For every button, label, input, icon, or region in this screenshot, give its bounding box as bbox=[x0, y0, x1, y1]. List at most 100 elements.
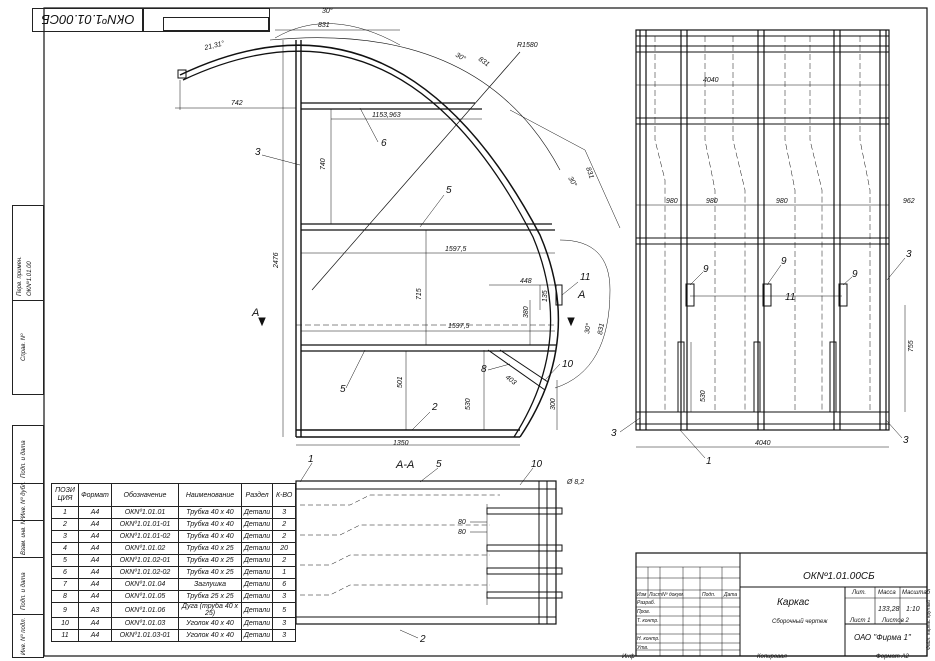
title-role-checked: Пров. bbox=[637, 609, 651, 615]
dim-501: 501 bbox=[397, 376, 404, 388]
title-mass-label: Масса bbox=[878, 590, 896, 596]
spec-cell: 2 bbox=[272, 530, 297, 543]
spec-header-name: Наименование bbox=[178, 483, 242, 507]
spec-cell: Трубка 40 х 25 bbox=[178, 566, 242, 579]
section-title: A-A bbox=[395, 459, 414, 471]
spec-cell: Трубка 40 х 40 bbox=[178, 506, 242, 519]
spec-cell: Трубка 25 х 25 bbox=[178, 590, 242, 603]
callout-3: 3 bbox=[255, 147, 261, 158]
spec-cell: Трубка 40 х 40 bbox=[178, 530, 242, 543]
spec-cell: Уголок 40 х 40 bbox=[178, 629, 242, 642]
rotated-designation: ОКNº1.01.00СБ bbox=[41, 12, 135, 28]
spec-cell: 5 bbox=[51, 554, 79, 567]
side-label-dup-inv: Инв. Nº дубл. bbox=[21, 481, 27, 518]
spec-cell: A4 bbox=[78, 590, 112, 603]
spec-cell: ОКNº1.01.06 bbox=[111, 602, 179, 618]
side-callout-11: 11 bbox=[785, 292, 795, 303]
spec-cell: 11 bbox=[51, 629, 79, 642]
dim-1597a: 1597,5 bbox=[445, 246, 467, 253]
spec-cell: A4 bbox=[78, 578, 112, 591]
spec-cell: ОКNº1.01.01 bbox=[111, 506, 179, 519]
spec-cell: 7 bbox=[51, 578, 79, 591]
spec-cell: A3 bbox=[78, 602, 112, 618]
spec-cell: Детали bbox=[240, 554, 274, 567]
side-view-labels: 4040 980 980 980 962 755 530 4040 bbox=[666, 77, 915, 447]
side-callout-3b: 3 bbox=[611, 428, 617, 439]
dim-1597b: 1597,5 bbox=[448, 323, 470, 330]
spec-cell: Детали bbox=[240, 617, 274, 630]
section-dim-phi: Ø 8,2 bbox=[566, 479, 584, 486]
spec-cell: 9 bbox=[51, 602, 79, 618]
title-block-lines bbox=[635, 552, 928, 657]
side-stamp-upper: Перв. примен. ОКNº1.01.00 Справ. Nº bbox=[12, 205, 44, 395]
side-label-orig-inv: Инв. Nº подл. bbox=[21, 617, 27, 655]
dim-740: 740 bbox=[320, 158, 327, 170]
title-role-norm-control: Н. контр. bbox=[637, 636, 660, 642]
side-dim-755: 755 bbox=[908, 340, 915, 352]
section-callout-10: 10 bbox=[531, 459, 543, 470]
spec-cell: A4 bbox=[78, 518, 112, 531]
front-view-labels: 30° 831 21,31° 30° 831 R1580 742 1153,96… bbox=[203, 7, 606, 447]
spec-cell: Детали bbox=[240, 590, 274, 603]
dim-448: 448 bbox=[520, 278, 532, 285]
title-mass: 133,28 bbox=[878, 606, 900, 613]
dim-angle-30-top: 30° bbox=[322, 7, 333, 15]
side-dim-962: 962 bbox=[903, 198, 915, 205]
callout-5a: 5 bbox=[446, 185, 452, 196]
side-dim-4040-bottom: 4040 bbox=[755, 440, 771, 447]
spec-cell: Детали bbox=[240, 542, 274, 555]
title-format: Формат A2 bbox=[876, 654, 909, 660]
dim-831-right: 831 bbox=[584, 166, 595, 179]
front-view bbox=[175, 23, 621, 446]
title-sheet: Лист 1 bbox=[850, 618, 871, 624]
side-callout-1: 1 bbox=[706, 456, 712, 467]
section-labels: A-A 1 5 10 2 Ø 8,2 80 80 bbox=[308, 454, 584, 645]
side-callout-3a: 3 bbox=[906, 249, 912, 260]
dim-380: 380 bbox=[523, 306, 530, 318]
spec-cell: Детали bbox=[240, 629, 274, 642]
side-callout-9b: 9 bbox=[781, 256, 787, 267]
title-inv: Инф bbox=[622, 654, 635, 660]
title-role-tech-control: Т. контр. bbox=[637, 618, 659, 624]
callout-2: 2 bbox=[431, 402, 438, 413]
side-callout-9a: 9 bbox=[703, 264, 709, 275]
spec-cell: 20 bbox=[272, 542, 297, 555]
spec-header-section: Раздел bbox=[240, 483, 274, 507]
spec-cell: ОКNº1.01.03-01 bbox=[111, 629, 179, 642]
spec-header-row: ПОЗИ ЦИЯ Формат Обозначение Наименование… bbox=[51, 483, 297, 507]
title-sheets: Листов 2 bbox=[882, 618, 909, 624]
spec-cell: Трубка 40 х 40 bbox=[178, 518, 242, 531]
spec-cell: 5 bbox=[272, 602, 297, 618]
parts-specification-table: ПОЗИ ЦИЯ Формат Обозначение Наименование… bbox=[51, 483, 297, 642]
side-dim-980c: 980 bbox=[776, 198, 788, 205]
spec-cell: ОКNº1.01.04 bbox=[111, 578, 179, 591]
spec-header-format: Формат bbox=[78, 483, 112, 507]
front-view-leaders bbox=[261, 107, 579, 431]
spec-cell: Детали bbox=[240, 602, 274, 618]
title-copied: Копировал bbox=[757, 654, 787, 660]
spec-cell: ОКNº1.01.02-02 bbox=[111, 566, 179, 579]
spec-cell: 3 bbox=[272, 629, 297, 642]
spec-cell: Детали bbox=[240, 518, 274, 531]
spec-cell: A4 bbox=[78, 554, 112, 567]
side-label-first-use-value: ОКNº1.01.00 bbox=[27, 261, 33, 296]
title-row-label-sheet: Лист bbox=[649, 592, 662, 598]
spec-cell: 6 bbox=[51, 566, 79, 579]
spec-cell: ОКNº1.01.02 bbox=[111, 542, 179, 555]
spec-cell: Детали bbox=[240, 530, 274, 543]
spec-cell: 3 bbox=[272, 506, 297, 519]
side-dim-530: 530 bbox=[700, 390, 707, 402]
title-role-developer: Разраб. bbox=[637, 600, 656, 606]
dim-angle-2131: 21,31° bbox=[203, 39, 226, 52]
spec-cell: A4 bbox=[78, 530, 112, 543]
title-lit-label: Лит. bbox=[852, 590, 867, 596]
dim-135: 135 bbox=[542, 290, 549, 302]
spec-cell: ОКNº1.01.05 bbox=[111, 590, 179, 603]
